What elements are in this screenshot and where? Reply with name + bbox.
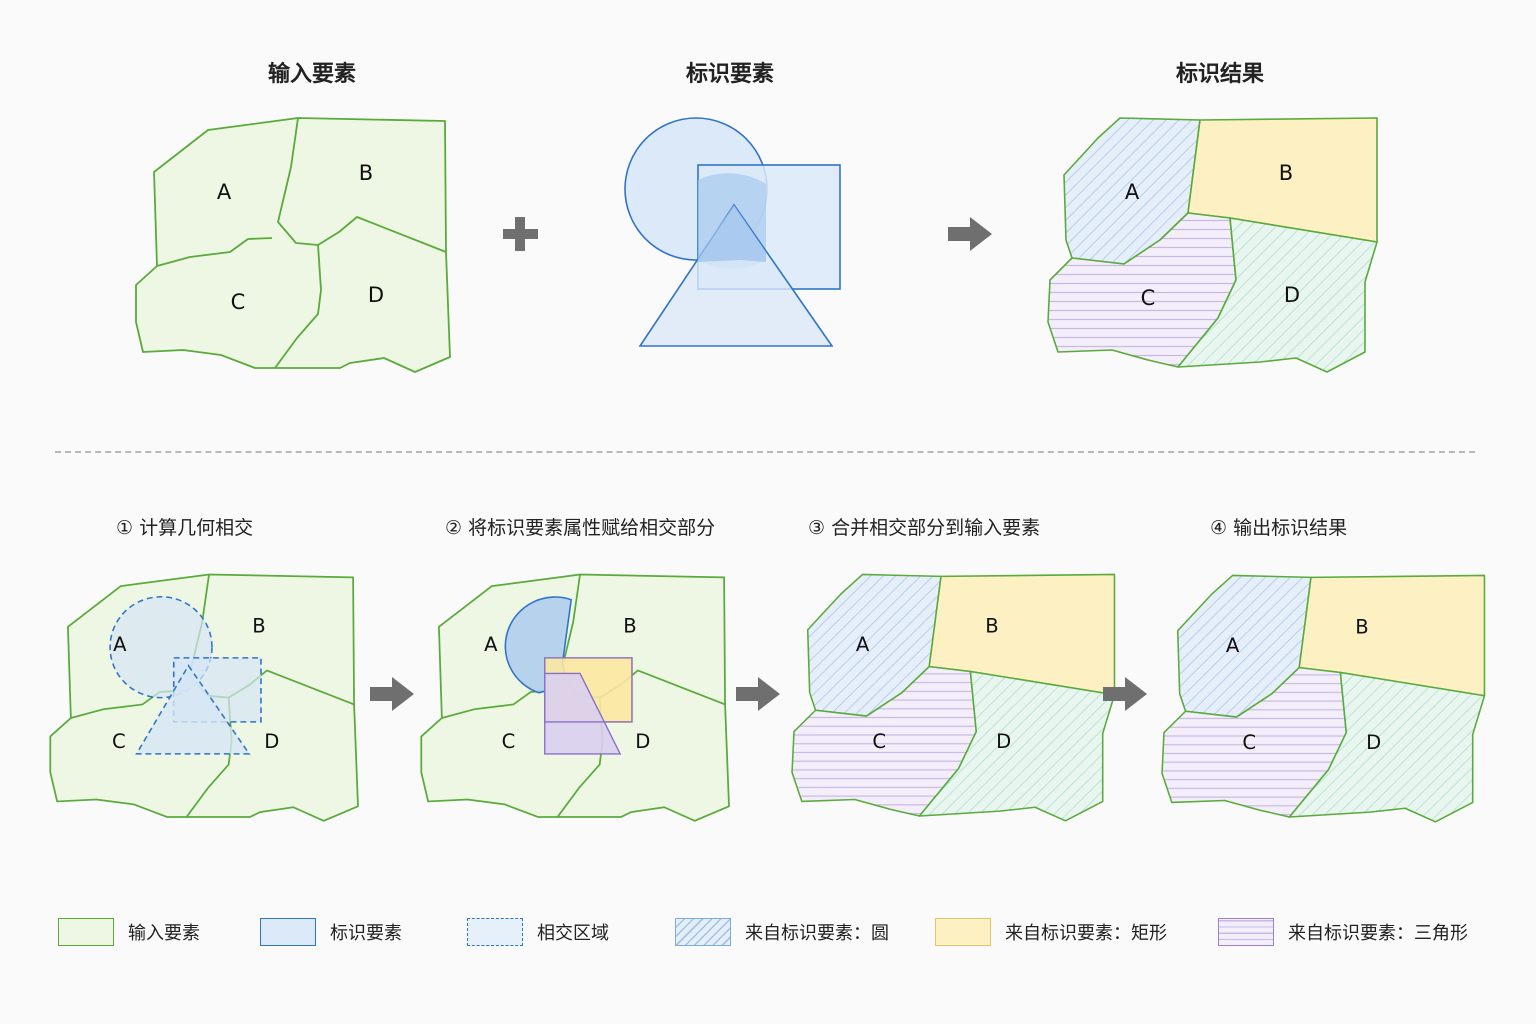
step3-region-b-label: B [985, 615, 998, 638]
input-region-d-label: D [368, 283, 384, 307]
legend-swatch-identity [260, 918, 316, 946]
legend-label: 来自标识要素：三角形 [1288, 923, 1468, 944]
input-features-map: A B C D [135, 117, 451, 373]
identity-result-map: A B C D [1047, 117, 1378, 373]
step-3-map: A B C D [791, 573, 1116, 822]
step2-region-c-label: C [502, 730, 516, 753]
legend-from-rectangle: 来自标识要素：矩形 [935, 916, 1167, 948]
arrow-right-icon [370, 677, 414, 711]
legend-label: 相交区域 [537, 923, 609, 944]
step-4-caption: ④ 输出标识结果 [1210, 517, 1348, 539]
result-region-d-label: D [1284, 283, 1300, 307]
step3-region-c-label: C [872, 730, 886, 753]
legend-swatch-triangle [1218, 918, 1274, 946]
legend-label: 标识要素 [330, 923, 402, 944]
step1-region-b-label: B [252, 615, 265, 638]
title-input-features: 输入要素 [267, 62, 356, 87]
legend-input-features: 输入要素 [58, 916, 200, 948]
step4-region-a-label: A [1226, 634, 1240, 657]
step2-region-d-label: D [635, 730, 650, 753]
legend-swatch-intersection [467, 918, 523, 946]
legend-label: 来自标识要素：圆 [745, 923, 889, 944]
step-1-caption: ① 计算几何相交 [116, 517, 254, 539]
legend-swatch-input [58, 918, 114, 946]
step-4-map: A B C D [1161, 574, 1486, 823]
arrow-right-icon [736, 677, 780, 711]
step3-region-d-label: D [996, 730, 1011, 753]
title-identity-features: 标识要素 [685, 62, 774, 87]
legend-intersection-area: 相交区域 [467, 916, 609, 948]
title-identity-result: 标识结果 [1175, 62, 1264, 87]
section-divider [55, 451, 1475, 453]
input-region-c-label: C [231, 290, 246, 314]
result-region-a-label: A [1125, 180, 1140, 204]
arrow-right-icon [948, 217, 992, 251]
result-region-b-label: B [1279, 161, 1293, 185]
step-3-caption: ③ 合并相交部分到输入要素 [808, 517, 1041, 539]
step-1-map: A B C D [49, 573, 359, 822]
legend-from-triangle: 来自标识要素：三角形 [1218, 916, 1468, 948]
legend-swatch-circle [675, 918, 731, 946]
legend-label: 来自标识要素：矩形 [1005, 923, 1167, 944]
step-2-caption: ② 将标识要素属性赋给相交部分 [445, 517, 716, 539]
input-region-a-label: A [217, 180, 232, 204]
identity-triangle [638, 203, 834, 347]
step2-region-a-label: A [484, 633, 498, 656]
identity-features-shapes [624, 117, 841, 347]
step4-region-c-label: C [1242, 731, 1256, 754]
step4-region-d-label: D [1366, 731, 1381, 754]
step1-region-d-label: D [264, 730, 279, 753]
legend-identity-features: 标识要素 [260, 916, 402, 948]
input-region-b-label: B [359, 161, 373, 185]
step1-region-a-label: A [113, 633, 127, 656]
result-region-c-label: C [1141, 286, 1156, 310]
step2-region-b-label: B [623, 615, 636, 638]
step4-region-b-label: B [1355, 616, 1368, 639]
legend-from-circle: 来自标识要素：圆 [675, 916, 889, 948]
legend-swatch-rectangle [935, 918, 991, 946]
step1-region-c-label: C [112, 730, 126, 753]
step-2-map: A B C D [420, 573, 730, 822]
step3-region-a-label: A [856, 633, 870, 656]
plus-icon [503, 217, 538, 251]
legend-label: 输入要素 [128, 923, 200, 944]
